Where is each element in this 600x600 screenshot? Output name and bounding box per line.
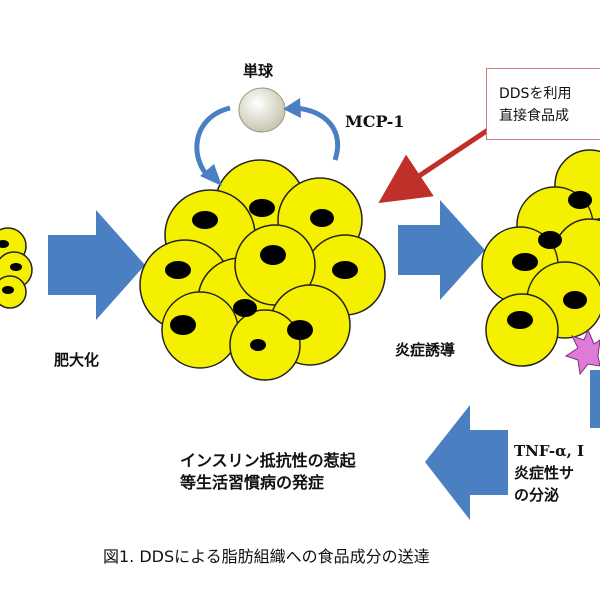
arrow-hypertrophy bbox=[48, 210, 145, 320]
dds-callout-box: DDSを利用 直接食品成 bbox=[486, 68, 600, 140]
arrow-inflammation bbox=[398, 200, 485, 300]
arrow-disease-onset bbox=[425, 405, 508, 520]
figure-caption: 図1. DDSによる脂肪組織への食品成分の送達 bbox=[103, 547, 430, 566]
inflammation-label: 炎症誘導 bbox=[395, 341, 456, 359]
monocyte-label: 単球 bbox=[243, 62, 274, 80]
tnf-line-1: TNF-α, I bbox=[514, 442, 585, 460]
inflamed-adipocyte-cluster bbox=[481, 149, 600, 376]
dds-line-1: DDSを利用 bbox=[499, 86, 572, 102]
tnf-line-2: 炎症性サ bbox=[514, 464, 575, 482]
small-adipocyte-cluster bbox=[0, 227, 33, 309]
dds-line-2: 直接食品成 bbox=[499, 108, 569, 124]
insulin-line-2: 等生活習慣病の発症 bbox=[180, 473, 325, 492]
monocyte bbox=[238, 87, 286, 133]
cytokine-text: TNF-α, I 炎症性サ の分泌 bbox=[514, 440, 600, 506]
curved-arrow-right bbox=[294, 105, 341, 161]
insulin-resistance-text: インスリン抵抗性の惹起 等生活習慣病の発症 bbox=[180, 450, 440, 494]
curved-arrow-left bbox=[194, 105, 231, 180]
down-arrow-right bbox=[590, 370, 600, 428]
enlarged-adipocyte-cluster bbox=[139, 159, 386, 381]
dds-red-arrow bbox=[378, 127, 490, 204]
hypertrophy-label: 肥大化 bbox=[54, 351, 100, 369]
tnf-line-3: の分泌 bbox=[514, 486, 560, 504]
mcp1-label: MCP-1 bbox=[345, 112, 405, 131]
insulin-line-1: インスリン抵抗性の惹起 bbox=[180, 451, 356, 470]
immune-cell-star bbox=[564, 328, 600, 376]
